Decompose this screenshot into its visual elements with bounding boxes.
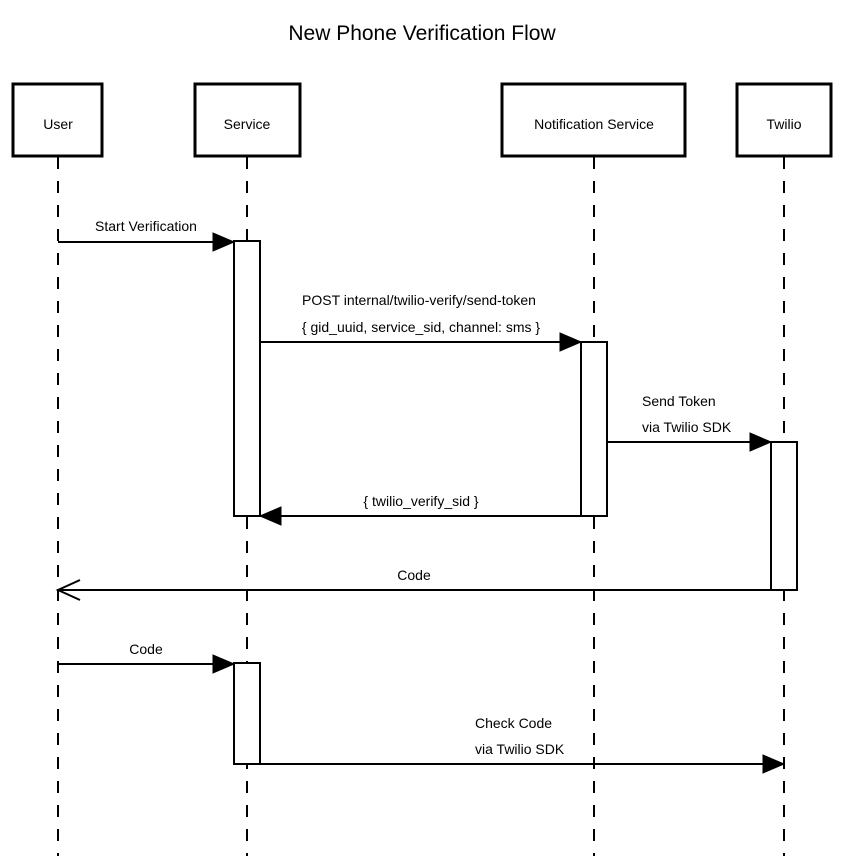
message-twilio-verify-sid-label: { twilio_verify_sid } — [363, 493, 478, 509]
activation-service-1 — [233, 240, 261, 517]
message-check-code-line-2: via Twilio SDK — [475, 741, 565, 757]
arrow-filled-icon — [762, 754, 786, 774]
message-post-send-token-line-1: POST internal/twilio-verify/send-token — [302, 292, 536, 308]
message-start-verification-label: Start Verification — [95, 218, 197, 234]
actor-service: Service — [193, 82, 302, 158]
actor-twilio: Twilio — [735, 82, 833, 158]
message-code-to-service: Code — [58, 641, 236, 674]
arrow-filled-icon — [258, 506, 282, 526]
arrow-filled-icon — [212, 654, 236, 674]
actor-service-label: Service — [224, 116, 271, 132]
arrow-filled-icon — [559, 332, 583, 352]
message-post-send-token-line-2: { gid_uuid, service_sid, channel: sms } — [302, 319, 540, 335]
message-code-to-user: Code — [55, 567, 797, 601]
activation-notification-service — [580, 341, 608, 517]
message-start-verification: Start Verification — [58, 218, 236, 252]
message-check-code: Check Code via Twilio SDK — [260, 715, 786, 774]
diagram-title: New Phone Verification Flow — [288, 22, 556, 45]
message-code-to-service-label: Code — [129, 641, 163, 657]
arrow-filled-icon — [749, 432, 773, 452]
message-code-to-user-label: Code — [397, 567, 431, 583]
message-send-token: Send Token via Twilio SDK — [607, 393, 773, 452]
arrow-open-icon — [55, 579, 81, 601]
actor-notification-service: Notification Service — [500, 82, 687, 158]
arrow-filled-icon — [212, 232, 236, 252]
activation-twilio — [770, 441, 798, 591]
message-check-code-line-1: Check Code — [475, 715, 552, 731]
actor-user: User — [11, 82, 104, 158]
actor-notification-service-label: Notification Service — [534, 116, 654, 132]
activation-service-2 — [233, 662, 261, 765]
message-twilio-verify-sid: { twilio_verify_sid } — [258, 493, 581, 526]
message-send-token-line-2: via Twilio SDK — [642, 419, 732, 435]
message-post-send-token: POST internal/twilio-verify/send-token {… — [260, 292, 583, 352]
message-send-token-line-1: Send Token — [642, 393, 716, 409]
actor-twilio-label: Twilio — [766, 116, 801, 132]
actor-user-label: User — [43, 116, 73, 132]
